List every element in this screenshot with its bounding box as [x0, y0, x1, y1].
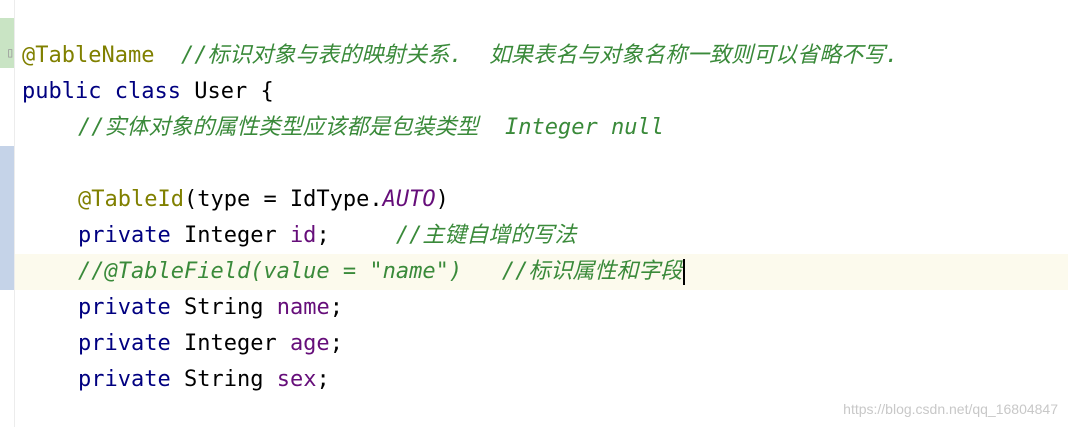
type-integer: Integer	[183, 331, 277, 356]
comment-wrapper-types: //实体对象的属性类型应该都是包装类型 Integer null	[78, 115, 664, 140]
keyword-class: class	[114, 79, 181, 104]
field-age: age	[289, 331, 330, 356]
comment-tablefield: //@TableField(value = "name") //标识属性和字段	[78, 259, 683, 284]
fold-marker-icon[interactable]: ▯	[6, 45, 15, 61]
vcs-added-marker	[0, 18, 14, 68]
code-editor[interactable]: @TableName //标识对象与表的映射关系. 如果表名与对象名称一致则可以…	[15, 38, 1068, 398]
comment-auto-increment: //主键自增的写法	[329, 223, 577, 248]
type-string: String	[183, 367, 264, 392]
keyword-private: private	[78, 295, 171, 320]
code-line-1[interactable]: @TableName //标识对象与表的映射关系. 如果表名与对象名称一致则可以…	[15, 38, 1068, 74]
tableid-args-close: )	[435, 187, 449, 212]
code-line-3[interactable]: //实体对象的属性类型应该都是包装类型 Integer null	[15, 110, 1068, 146]
gutter-separator	[14, 0, 15, 427]
code-line-10[interactable]: private String sex;	[15, 362, 1068, 398]
keyword-public: public	[22, 79, 102, 104]
vcs-modified-marker	[0, 146, 14, 290]
type-string: String	[183, 295, 264, 320]
keyword-private: private	[78, 223, 171, 248]
code-line-9[interactable]: private Integer age;	[15, 326, 1068, 362]
code-line-6[interactable]: private Integer id; //主键自增的写法	[15, 218, 1068, 254]
text-caret	[683, 259, 686, 285]
keyword-private: private	[78, 367, 171, 392]
annotation-tableid: @TableId	[78, 187, 184, 212]
semicolon: ;	[329, 331, 343, 356]
tableid-args-open: (type = IdType.	[183, 187, 383, 212]
comment-table-mapping: //标识对象与表的映射关系. 如果表名与对象名称一致则可以省略不写.	[154, 43, 899, 68]
field-sex: sex	[276, 367, 317, 392]
class-name: User {	[194, 79, 274, 104]
field-id: id	[289, 223, 317, 248]
keyword-private: private	[78, 331, 171, 356]
annotation-tablename: @TableName	[22, 43, 155, 68]
code-line-2[interactable]: public class User {	[15, 74, 1068, 110]
semicolon: ;	[316, 223, 330, 248]
semicolon: ;	[316, 367, 330, 392]
watermark: https://blog.csdn.net/qq_16804847	[843, 401, 1058, 417]
code-line-7-current[interactable]: //@TableField(value = "name") //标识属性和字段	[15, 254, 1068, 290]
type-integer: Integer	[183, 223, 277, 248]
code-line-5[interactable]: @TableId(type = IdType.AUTO)	[15, 182, 1068, 218]
idtype-auto-constant: AUTO	[382, 187, 436, 212]
code-line-8[interactable]: private String name;	[15, 290, 1068, 326]
code-line-4[interactable]	[15, 146, 1068, 182]
semicolon: ;	[329, 295, 343, 320]
field-name: name	[276, 295, 330, 320]
